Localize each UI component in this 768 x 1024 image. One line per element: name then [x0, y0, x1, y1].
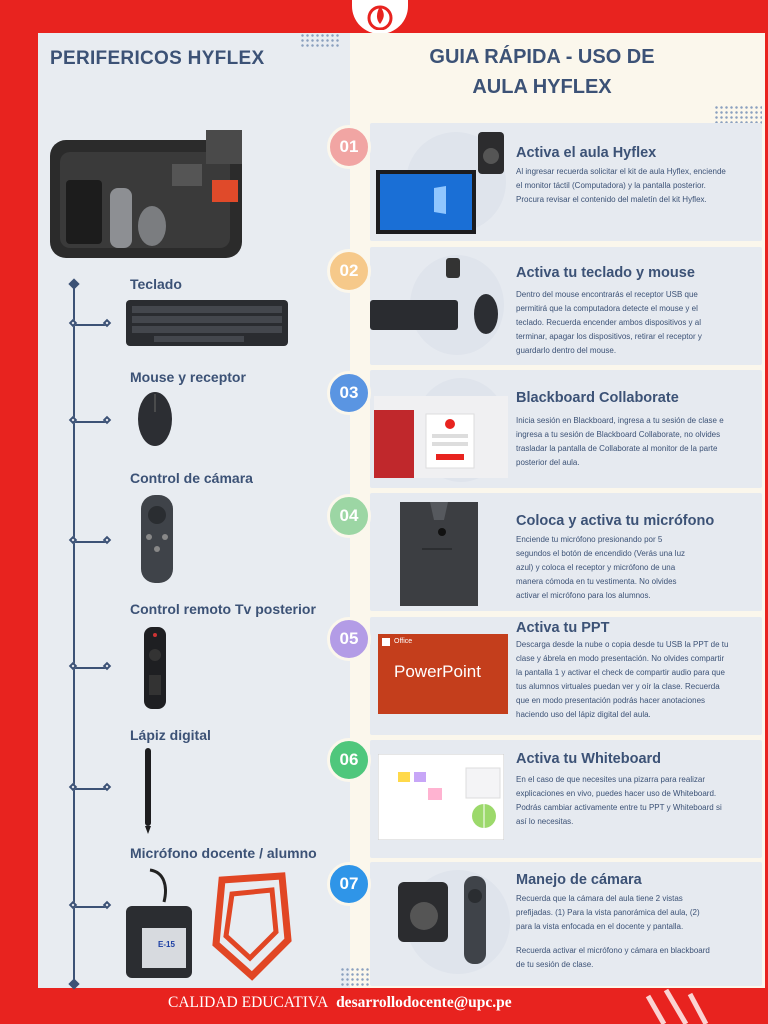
timeline-branch	[74, 421, 108, 423]
microphone-holder-image	[212, 872, 292, 981]
step-title-7: Manejo de cámara	[516, 872, 642, 888]
step-number-4: 04	[327, 494, 371, 538]
keyboard-image	[126, 300, 288, 346]
timeline-branch	[74, 324, 108, 326]
flame-icon	[367, 5, 393, 30]
timeline-branch	[74, 906, 108, 908]
peripheral-label-teclado: Teclado	[130, 276, 182, 292]
microphone-shirt-image	[400, 502, 478, 606]
peripheral-label-microfono: Micrófono docente / alumno	[130, 845, 317, 861]
footer-email[interactable]: desarrollodocente@upc.pe	[336, 994, 512, 1011]
right-title-line1: GUIA RÁPIDA - USO DE	[429, 46, 655, 68]
step-desc-2: Dentro del mouse encontrarás el receptor…	[516, 290, 702, 355]
step-number-3: 03	[327, 371, 371, 415]
timeline-branch	[74, 541, 108, 543]
right-title: GUIA RÁPIDA - USO DE AULA HYFLEX	[408, 42, 676, 102]
step-title-1: Activa el aula Hyflex	[516, 145, 657, 161]
step-number-2: 02	[327, 249, 371, 293]
step-title-2: Activa tu teclado y mouse	[516, 265, 695, 281]
step-number-7: 07	[327, 862, 371, 906]
powerpoint-label: PowerPoint	[394, 662, 481, 681]
office-label: Office	[394, 638, 413, 645]
step-desc-1: Al ingresar recuerda solicitar el kit de…	[516, 167, 726, 204]
blackboard-login-image	[374, 396, 508, 478]
peripheral-label-control-tv: Control remoto Tv posterior	[130, 601, 316, 617]
powerpoint-splash-image	[378, 634, 508, 714]
mouse-image	[138, 392, 172, 446]
hyflex-bag-image	[50, 130, 242, 258]
step-title-5: Activa tu PPT	[516, 620, 610, 636]
footer: CALIDAD EDUCATIVA desarrollodocente@upc.…	[168, 994, 512, 1012]
step-title-4: Coloca y activa tu micrófono	[516, 513, 715, 529]
step-number-5: 05	[327, 617, 371, 661]
step-desc-6: En el caso de que necesites una pizarra …	[516, 775, 722, 826]
timeline-line	[73, 284, 75, 984]
step-desc-4: Enciende tu micrófono presionando por 5 …	[516, 535, 686, 600]
step-title-6: Activa tu Whiteboard	[516, 751, 662, 767]
step-desc-3: Inicia sesión en Blackboard, ingresa a t…	[516, 416, 724, 467]
step-number-6: 06	[327, 738, 371, 782]
upc-logo	[352, 0, 408, 34]
decor-dots	[300, 33, 340, 47]
digital-pen-image	[145, 748, 151, 834]
keyboard-mouse-image	[370, 258, 498, 334]
step-number-1: 01	[327, 125, 371, 169]
tv-remote-image	[144, 627, 166, 709]
step-desc-7b: Recuerda activar el micrófono y cámara e…	[516, 946, 710, 969]
right-title-line2: AULA HYFLEX	[472, 76, 612, 98]
microphone-receiver-image	[126, 868, 192, 978]
decor-stripes	[645, 988, 709, 1024]
step-desc-7: Recuerda que la cámara del aula tiene 2 …	[516, 894, 700, 931]
step-title-3: Blackboard Collaborate	[516, 390, 679, 406]
peripheral-label-control-camara: Control de cámara	[130, 470, 253, 486]
peripheral-label-mouse: Mouse y receptor	[130, 369, 246, 385]
timeline-branch	[74, 788, 108, 790]
left-title: PERIFERICOS HYFLEX	[50, 48, 265, 69]
whiteboard-image	[378, 754, 504, 840]
timeline-branch	[74, 667, 108, 669]
monitor-camera-image	[376, 132, 504, 234]
camera-control-image	[141, 495, 173, 583]
footer-label: CALIDAD EDUCATIVA	[168, 994, 329, 1011]
microphone-tag: E-15	[158, 940, 175, 949]
camera-and-remote-image	[398, 876, 486, 964]
peripheral-label-lapiz: Lápiz digital	[130, 727, 211, 743]
step-desc-5: Descarga desde la nube o copia desde tu …	[516, 640, 729, 719]
